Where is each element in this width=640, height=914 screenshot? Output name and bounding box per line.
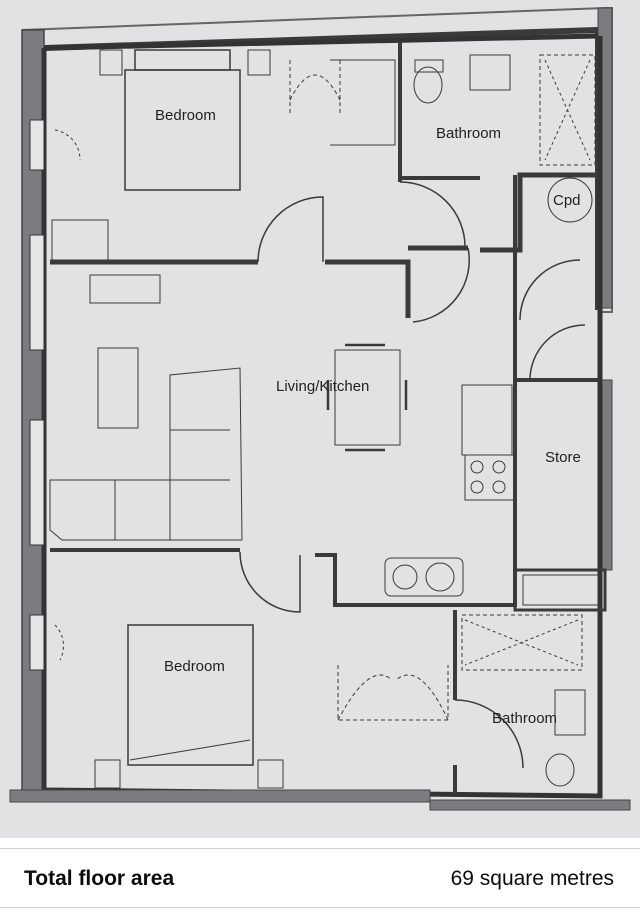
- floor-plan: Bedroom Bathroom Cpd Living/Kitchen Stor…: [0, 0, 640, 838]
- floor-area-label: Total floor area: [24, 867, 175, 890]
- room-label-bathroom: Bathroom: [436, 125, 501, 142]
- room-label-cupboard: Cpd: [553, 192, 581, 209]
- room-label-store: Store: [545, 449, 581, 466]
- room-label-bathroom: Bathroom: [492, 710, 557, 727]
- floor-area-summary: Total floor area 69 square metres: [0, 848, 640, 908]
- room-label-bedroom: Bedroom: [164, 658, 225, 675]
- floor-area-value: 69 square metres: [450, 867, 614, 890]
- room-label-living-kitchen: Living/Kitchen: [276, 378, 369, 395]
- room-label-bedroom: Bedroom: [155, 107, 216, 124]
